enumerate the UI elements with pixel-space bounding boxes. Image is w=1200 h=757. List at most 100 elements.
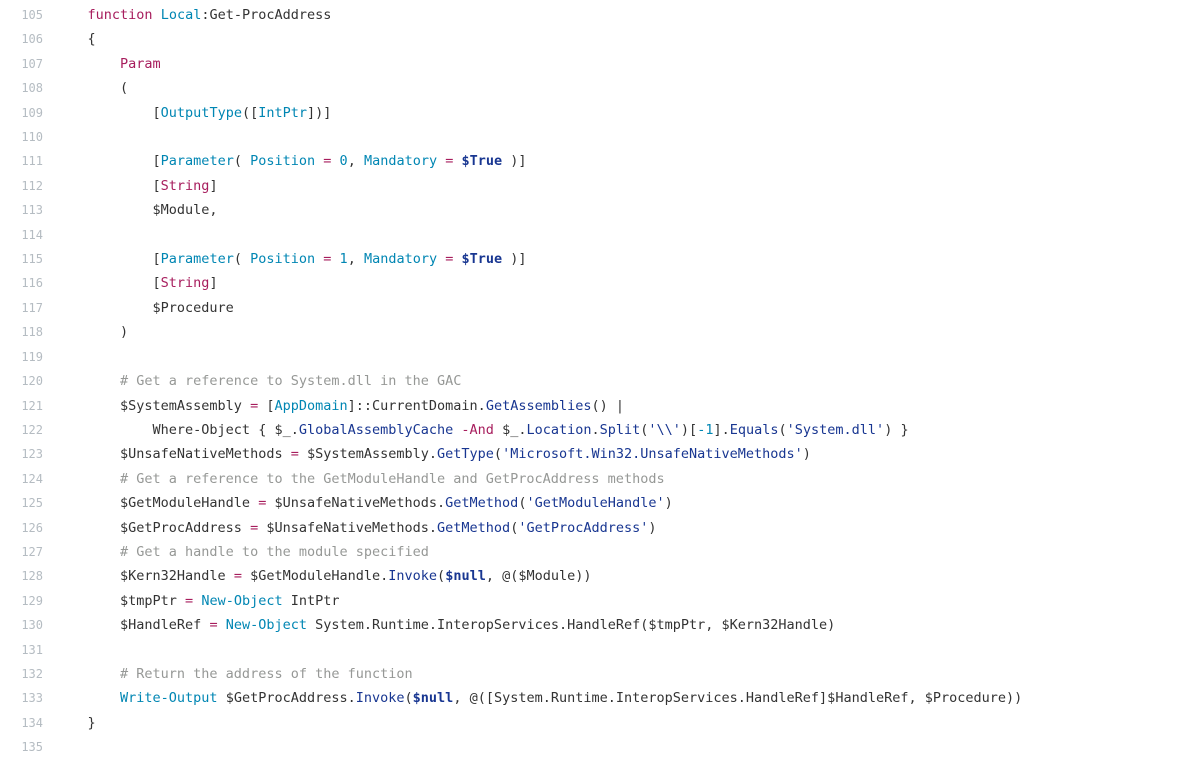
- code-text: $GetModuleHandle = $UnsafeNativeMethods.…: [55, 491, 673, 515]
- token-c: Position: [250, 251, 316, 268]
- line-number[interactable]: 126: [21, 520, 43, 535]
- token-p: ]: [209, 177, 218, 194]
- line-number[interactable]: 124: [21, 471, 43, 486]
- line-number[interactable]: 121: [21, 398, 43, 413]
- token-p: $GetModuleHandle: [55, 495, 259, 512]
- token-p: )]: [502, 251, 527, 268]
- token-s: 'GetProcAddress': [518, 519, 649, 536]
- token-c: OutputType: [160, 104, 242, 121]
- line-number[interactable]: 134: [21, 715, 43, 730]
- code-text: [Parameter( Position = 1, Mandatory = $T…: [55, 247, 527, 271]
- code-text: ): [55, 320, 128, 344]
- line-number[interactable]: 118: [21, 325, 43, 340]
- token-p: )]: [502, 153, 527, 170]
- code-text: $UnsafeNativeMethods = $SystemAssembly.G…: [55, 442, 811, 466]
- line-number[interactable]: 106: [21, 32, 43, 47]
- token-s: GetAssemblies: [485, 397, 592, 414]
- token-c: AppDomain: [274, 397, 348, 414]
- code-text: }: [55, 711, 96, 735]
- token-p: (: [510, 519, 519, 536]
- code-line: 112 [String]: [0, 174, 1200, 198]
- line-number[interactable]: 114: [21, 227, 43, 242]
- line-number[interactable]: 115: [21, 252, 43, 267]
- line-number[interactable]: 125: [21, 496, 43, 511]
- line-number[interactable]: 120: [21, 374, 43, 389]
- line-number[interactable]: 129: [21, 593, 43, 608]
- token-p: $Procedure: [55, 299, 234, 316]
- line-number[interactable]: 109: [21, 105, 43, 120]
- code-line: 105 function Local:Get-ProcAddress: [0, 3, 1200, 27]
- line-number[interactable]: 123: [21, 447, 43, 462]
- token-cm: # Return the address of the function: [55, 665, 413, 682]
- token-k: =: [258, 495, 267, 512]
- token-c: Position: [250, 153, 316, 170]
- token-p: ): [802, 446, 811, 463]
- token-p: ([: [241, 104, 259, 121]
- token-p: [: [55, 177, 161, 194]
- line-number[interactable]: 131: [21, 642, 43, 657]
- code-text: $tmpPtr = New-Object IntPtr: [55, 589, 340, 613]
- code-text: (: [55, 76, 128, 100]
- code-line: 119: [0, 345, 1200, 369]
- code-text: Write-Output $GetProcAddress.Invoke($nul…: [55, 686, 1022, 710]
- token-p: $Module,: [55, 202, 218, 219]
- line-number[interactable]: 130: [21, 618, 43, 633]
- token-p: [331, 251, 339, 267]
- line-number[interactable]: 135: [21, 740, 43, 755]
- code-line: 118 ): [0, 320, 1200, 344]
- token-p: (: [437, 568, 446, 585]
- line-number[interactable]: 112: [21, 178, 43, 193]
- token-p: IntPtr: [282, 592, 340, 609]
- token-p: [453, 153, 461, 169]
- token-p: (: [518, 495, 527, 512]
- token-p: $SystemAssembly.: [298, 446, 438, 463]
- token-c: 1: [339, 251, 348, 268]
- token-k: =: [445, 251, 454, 268]
- code-text: $Module,: [55, 198, 218, 222]
- code-line: 124 # Get a reference to the GetModuleHa…: [0, 467, 1200, 491]
- code-text: $Procedure: [55, 296, 234, 320]
- code-line: 110: [0, 125, 1200, 149]
- line-number[interactable]: 108: [21, 81, 43, 96]
- token-p: (: [778, 421, 787, 438]
- token-p: ,: [347, 251, 364, 268]
- line-number[interactable]: 117: [21, 300, 43, 315]
- code-line: 117 $Procedure: [0, 296, 1200, 320]
- token-k: -And: [461, 421, 494, 438]
- token-p: ])]: [307, 104, 332, 121]
- code-text: [String]: [55, 174, 218, 198]
- line-number[interactable]: 116: [21, 276, 43, 291]
- line-number[interactable]: 127: [21, 544, 43, 559]
- token-k: =: [209, 617, 218, 634]
- line-number[interactable]: 110: [21, 130, 43, 145]
- line-number[interactable]: 122: [21, 422, 43, 437]
- token-p: $GetModuleHandle.: [241, 568, 389, 585]
- line-number[interactable]: 119: [21, 349, 43, 364]
- token-p: $tmpPtr: [55, 592, 186, 609]
- code-text: function Local:Get-ProcAddress: [55, 3, 332, 27]
- token-s: GetType: [437, 446, 494, 463]
- code-text: # Return the address of the function: [55, 662, 413, 686]
- token-p: ]::CurrentDomain.: [347, 397, 486, 414]
- token-k: =: [233, 568, 242, 585]
- line-number[interactable]: 133: [21, 691, 43, 706]
- token-p: (: [640, 421, 649, 438]
- code-text: [Parameter( Position = 0, Mandatory = $T…: [55, 149, 527, 173]
- line-number[interactable]: 128: [21, 569, 43, 584]
- code-line: 114: [0, 223, 1200, 247]
- code-line: 133 Write-Output $GetProcAddress.Invoke(…: [0, 686, 1200, 710]
- line-number[interactable]: 132: [21, 666, 43, 681]
- token-cm: # Get a handle to the module specified: [55, 543, 429, 560]
- token-s: GlobalAssemblyCache: [298, 421, 454, 438]
- token-p: [: [55, 104, 161, 121]
- token-p: , @([System.Runtime.InteropServices.Hand…: [453, 690, 1023, 707]
- code-text: $Kern32Handle = $GetModuleHandle.Invoke(…: [55, 564, 591, 588]
- token-c: New-Object: [225, 617, 307, 634]
- line-number[interactable]: 105: [21, 8, 43, 22]
- token-p: $UnsafeNativeMethods.: [266, 495, 446, 512]
- line-number[interactable]: 111: [21, 154, 43, 169]
- token-s: '\\': [648, 421, 681, 438]
- line-number[interactable]: 107: [21, 56, 43, 71]
- token-p: :Get-ProcAddress: [201, 7, 332, 23]
- line-number[interactable]: 113: [21, 203, 43, 218]
